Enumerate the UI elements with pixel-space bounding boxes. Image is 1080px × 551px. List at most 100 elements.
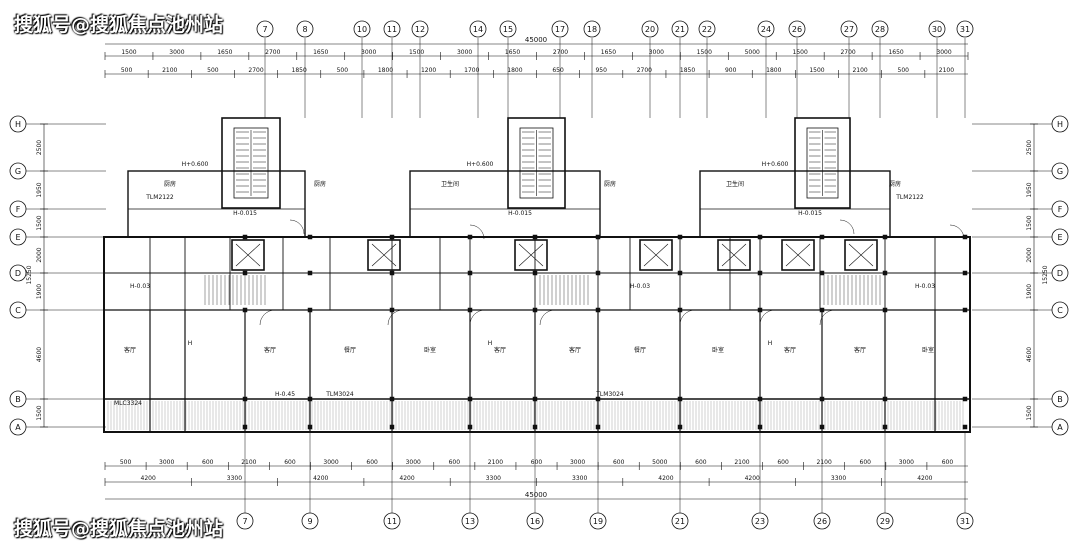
structural-column [242,234,248,240]
level-note: H+0.600 [182,161,209,168]
axis-label-top: 28 [875,25,885,34]
dim-bottom-1: 500 [120,459,132,466]
dim-bottom-1: 600 [942,459,954,466]
axis-label-bottom: 16 [530,517,540,526]
dim-vertical: 2500 [36,140,43,155]
structural-column [757,270,763,276]
axis-bubble-left [9,390,27,408]
structural-column [307,307,313,313]
room-label-living: 客厅 [854,346,866,354]
watermark-top: 搜狐号@搜狐焦点池州站 [14,14,224,36]
dim-bottom-1: 3000 [899,459,914,466]
dim-bottom-1: 3000 [159,459,174,466]
axis-label-right: H [1057,120,1063,129]
dim-bottom-1: 600 [613,459,625,466]
axis-label-bottom: 29 [880,517,890,526]
axis-bubble-top [499,20,517,38]
axis-label-top: 20 [645,25,655,34]
dim-bottom-1: 2100 [734,459,749,466]
elevator-cross [235,243,261,267]
axis-label-right: A [1057,423,1063,432]
structural-column [962,307,968,313]
axis-label-left: C [15,306,21,315]
room-label-kitchen: 厨房 [604,180,616,188]
structural-column [677,270,683,276]
axis-label-left: F [16,205,21,214]
structural-column [389,307,395,313]
axis-bubble-right [1051,228,1069,246]
axis-label-top: 14 [473,25,483,34]
dim-bottom-1: 600 [777,459,789,466]
room-label-dining: 餐厅 [344,346,356,354]
structural-column [532,396,538,402]
axis-label-top: 18 [587,25,597,34]
dim-top-1: 1500 [697,49,712,56]
axis-bubble-left [9,162,27,180]
axis-label-top: 8 [302,25,307,34]
dim-top-2: 500 [207,67,219,74]
dim-top-2: 500 [898,67,910,74]
structural-column [677,396,683,402]
axis-bubble-left [9,418,27,436]
structural-column [819,424,825,430]
axis-label-left: E [15,233,20,242]
dim-top-2: 1200 [421,67,436,74]
axis-bubble-top [411,20,429,38]
axis-bubble-top [353,20,371,38]
dim-bottom-1: 600 [202,459,214,466]
dim-vertical: 1500 [1026,215,1033,230]
structural-column [882,307,888,313]
dim-top-2: 1800 [766,67,781,74]
unit-upper-wall [409,170,601,238]
axis-bubble-top [788,20,806,38]
level-note: H+0.600 [467,161,494,168]
axis-label-left: B [15,395,21,404]
elevator-shaft [514,239,548,271]
dim-vertical: 2500 [1026,140,1033,155]
axis-bubble-right [1051,390,1069,408]
axis-bubble-top [871,20,889,38]
dim-top-1: 3000 [649,49,664,56]
dim-top-1: 1500 [121,49,136,56]
stair-well [806,127,839,199]
level-note: H+0.600 [762,161,789,168]
room-label-kitchen: 厨房 [889,180,901,188]
axis-bubble-top [551,20,569,38]
stair-tower [794,117,851,209]
axis-bubble-bottom [301,512,319,530]
door-swing [539,309,556,326]
elevator-shaft [367,239,401,271]
elevator-cross [721,243,747,267]
structural-column [595,307,601,313]
axis-label-right: E [1057,233,1062,242]
dim-overall-top: 45000 [525,36,547,44]
room-label-bedroom: 卧室 [712,346,724,354]
axis-label-top: 11 [387,25,397,34]
structural-column [467,396,473,402]
structural-column [532,424,538,430]
dim-top-2: 2100 [162,67,177,74]
dim-top-2: 1850 [292,67,307,74]
dim-vertical: 1900 [1026,284,1033,299]
door-swing [839,219,855,235]
dim-top-1: 3000 [361,49,376,56]
window-tag: TLM2122 [145,194,174,201]
dim-top-1: 3000 [169,49,184,56]
structural-column [677,234,683,240]
stair-well [233,127,269,199]
structural-column [595,424,601,430]
dim-bottom-1: 2100 [817,459,832,466]
room-label-living: 客厅 [124,346,136,354]
axis-bubble-bottom [813,512,831,530]
axis-label-bottom: 13 [465,517,475,526]
axis-bubble-top [757,20,775,38]
dim-top-2: 1800 [378,67,393,74]
axis-label-left: G [15,167,21,176]
axis-bubble-bottom [589,512,607,530]
dim-top-2: 1850 [680,67,695,74]
window-tag: MLC3324 [114,400,142,407]
room-label-kitchen: 厨房 [314,180,326,188]
structural-column [242,396,248,402]
room-label-dining: 餐厅 [634,346,646,354]
dim-bottom-2: 4200 [745,475,760,482]
